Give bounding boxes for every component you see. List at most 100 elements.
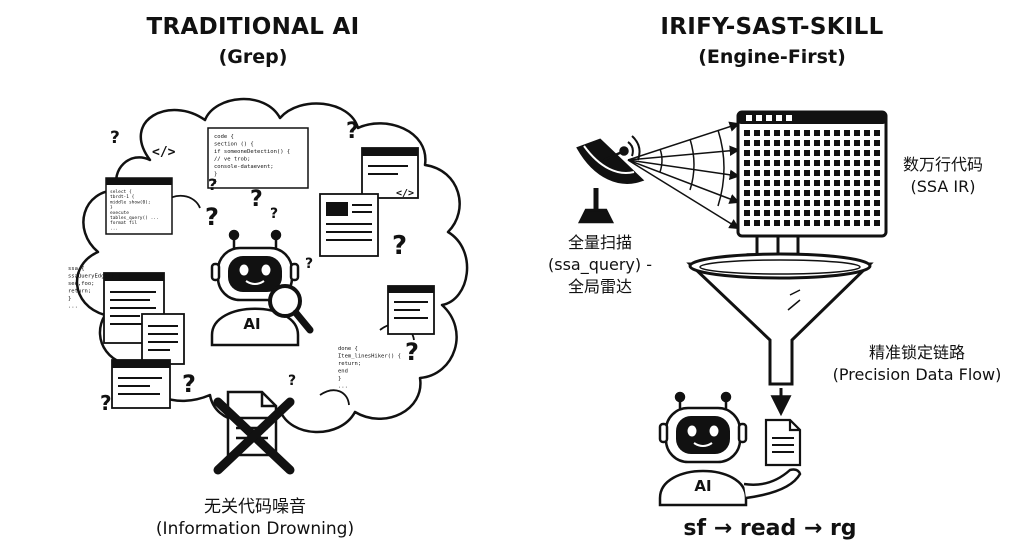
grid-cell [854,160,860,166]
grid-label-en: (SSA IR) [910,177,976,196]
code-window-right [361,147,419,199]
grid-cell [814,150,820,156]
robot-right-badge: AI [694,477,711,495]
question-marks: ? ? ? ? ? ? ? ? ? ? ? ? ? [100,119,419,415]
robot-left-badge: AI [243,315,260,333]
grid-cell [824,180,830,186]
grid-cell [834,220,840,226]
code-line: ... [68,304,78,310]
grid-cell [874,170,880,176]
grid-cell [744,190,750,196]
grid-cell [814,210,820,216]
svg-text:?: ? [346,119,359,144]
grid-cell [874,220,880,226]
grid-cell [764,220,770,226]
grid-cell [794,190,800,196]
code-line: done { [338,346,358,352]
output-document-icon [764,418,802,467]
grid-cell [794,150,800,156]
grid-cell [854,190,860,196]
grid-cell [834,180,840,186]
grid-cell [764,190,770,196]
svg-text:?: ? [110,128,120,148]
grid-cell [854,170,860,176]
svg-text:?: ? [405,338,419,366]
grid-cell [784,150,790,156]
grid-cell [784,200,790,206]
grid-cell [854,210,860,216]
grid-cell [844,210,850,216]
grid-cell [814,160,820,166]
grid-cell [864,200,870,206]
code-line: middle show(0); [110,199,151,205]
grid-cell [784,220,790,226]
code-line: return; [68,289,91,295]
grid-cell [754,160,760,166]
svg-text:?: ? [205,203,219,231]
grid-cell [794,220,800,226]
grid-cell [844,220,850,226]
svg-text:?: ? [288,373,296,389]
code-line: } [110,205,113,211]
code-line: end [338,369,348,375]
grid-cell [824,220,830,226]
code-line: tbrdt-1 { [110,194,135,200]
svg-text:?: ? [100,391,112,415]
funnel-label-cn: 精准锁定链路 [868,343,965,362]
grid-cell [754,140,760,146]
code-line: } [68,296,71,302]
grid-cell [764,200,770,206]
svg-text:?: ? [305,256,313,272]
grid-cell [864,180,870,186]
svg-text:?: ? [208,175,217,194]
grid-cell [804,130,810,136]
code-line: // ve trob; [214,157,250,163]
grid-cell [814,180,820,186]
code-line: ... [338,384,348,390]
grid-cell [824,170,830,176]
grid-cell [774,190,780,196]
code-line: } [214,179,217,185]
radar-rays [627,121,741,230]
radar-dish-icon [576,135,645,224]
scan-label-cn: 全量扫描 [567,233,632,252]
grid-cell [814,220,820,226]
grid-cell [844,200,850,206]
grid-cell [864,130,870,136]
grid-cell [834,210,840,216]
grid-cell [804,160,810,166]
svg-text:?: ? [250,187,263,212]
grid-cell [824,200,830,206]
grid-header-dot [786,115,792,121]
grid-cell [834,150,840,156]
crossed-document-icon [213,390,295,475]
grid-cell [814,170,820,176]
grid-cell [744,130,750,136]
grid-cell [864,150,870,156]
grid-cell [804,150,810,156]
grid-cell [764,130,770,136]
grid-cell [744,150,750,156]
grid-cell [814,130,820,136]
grid-cell [774,220,780,226]
command-flow: sf → read → rg [683,516,857,541]
code-matrix-grid [736,110,888,238]
code-snippet-bottom: done { Item_linesHiker() { return; end }… [338,346,401,390]
grid-cell [824,160,830,166]
code-snippet-mid: select { tbrdt-1 { middle show(0); } exe… [110,189,159,231]
grid-cell [784,130,790,136]
grid-cell [814,190,820,196]
left-subtitle: (Grep) [218,46,288,68]
grid-cell [874,150,880,156]
grid-cell [824,130,830,136]
funnel-icon [686,252,874,386]
grid-cell [874,130,880,136]
grid-cell [784,140,790,146]
code-line: ssaQueryEdge() { [68,274,121,280]
grid-cell [854,220,860,226]
grid-cell [774,140,780,146]
grid-cell [844,190,850,196]
code-line: ssa { [68,266,85,272]
grid-cell [744,170,750,176]
grid-cell [764,160,770,166]
